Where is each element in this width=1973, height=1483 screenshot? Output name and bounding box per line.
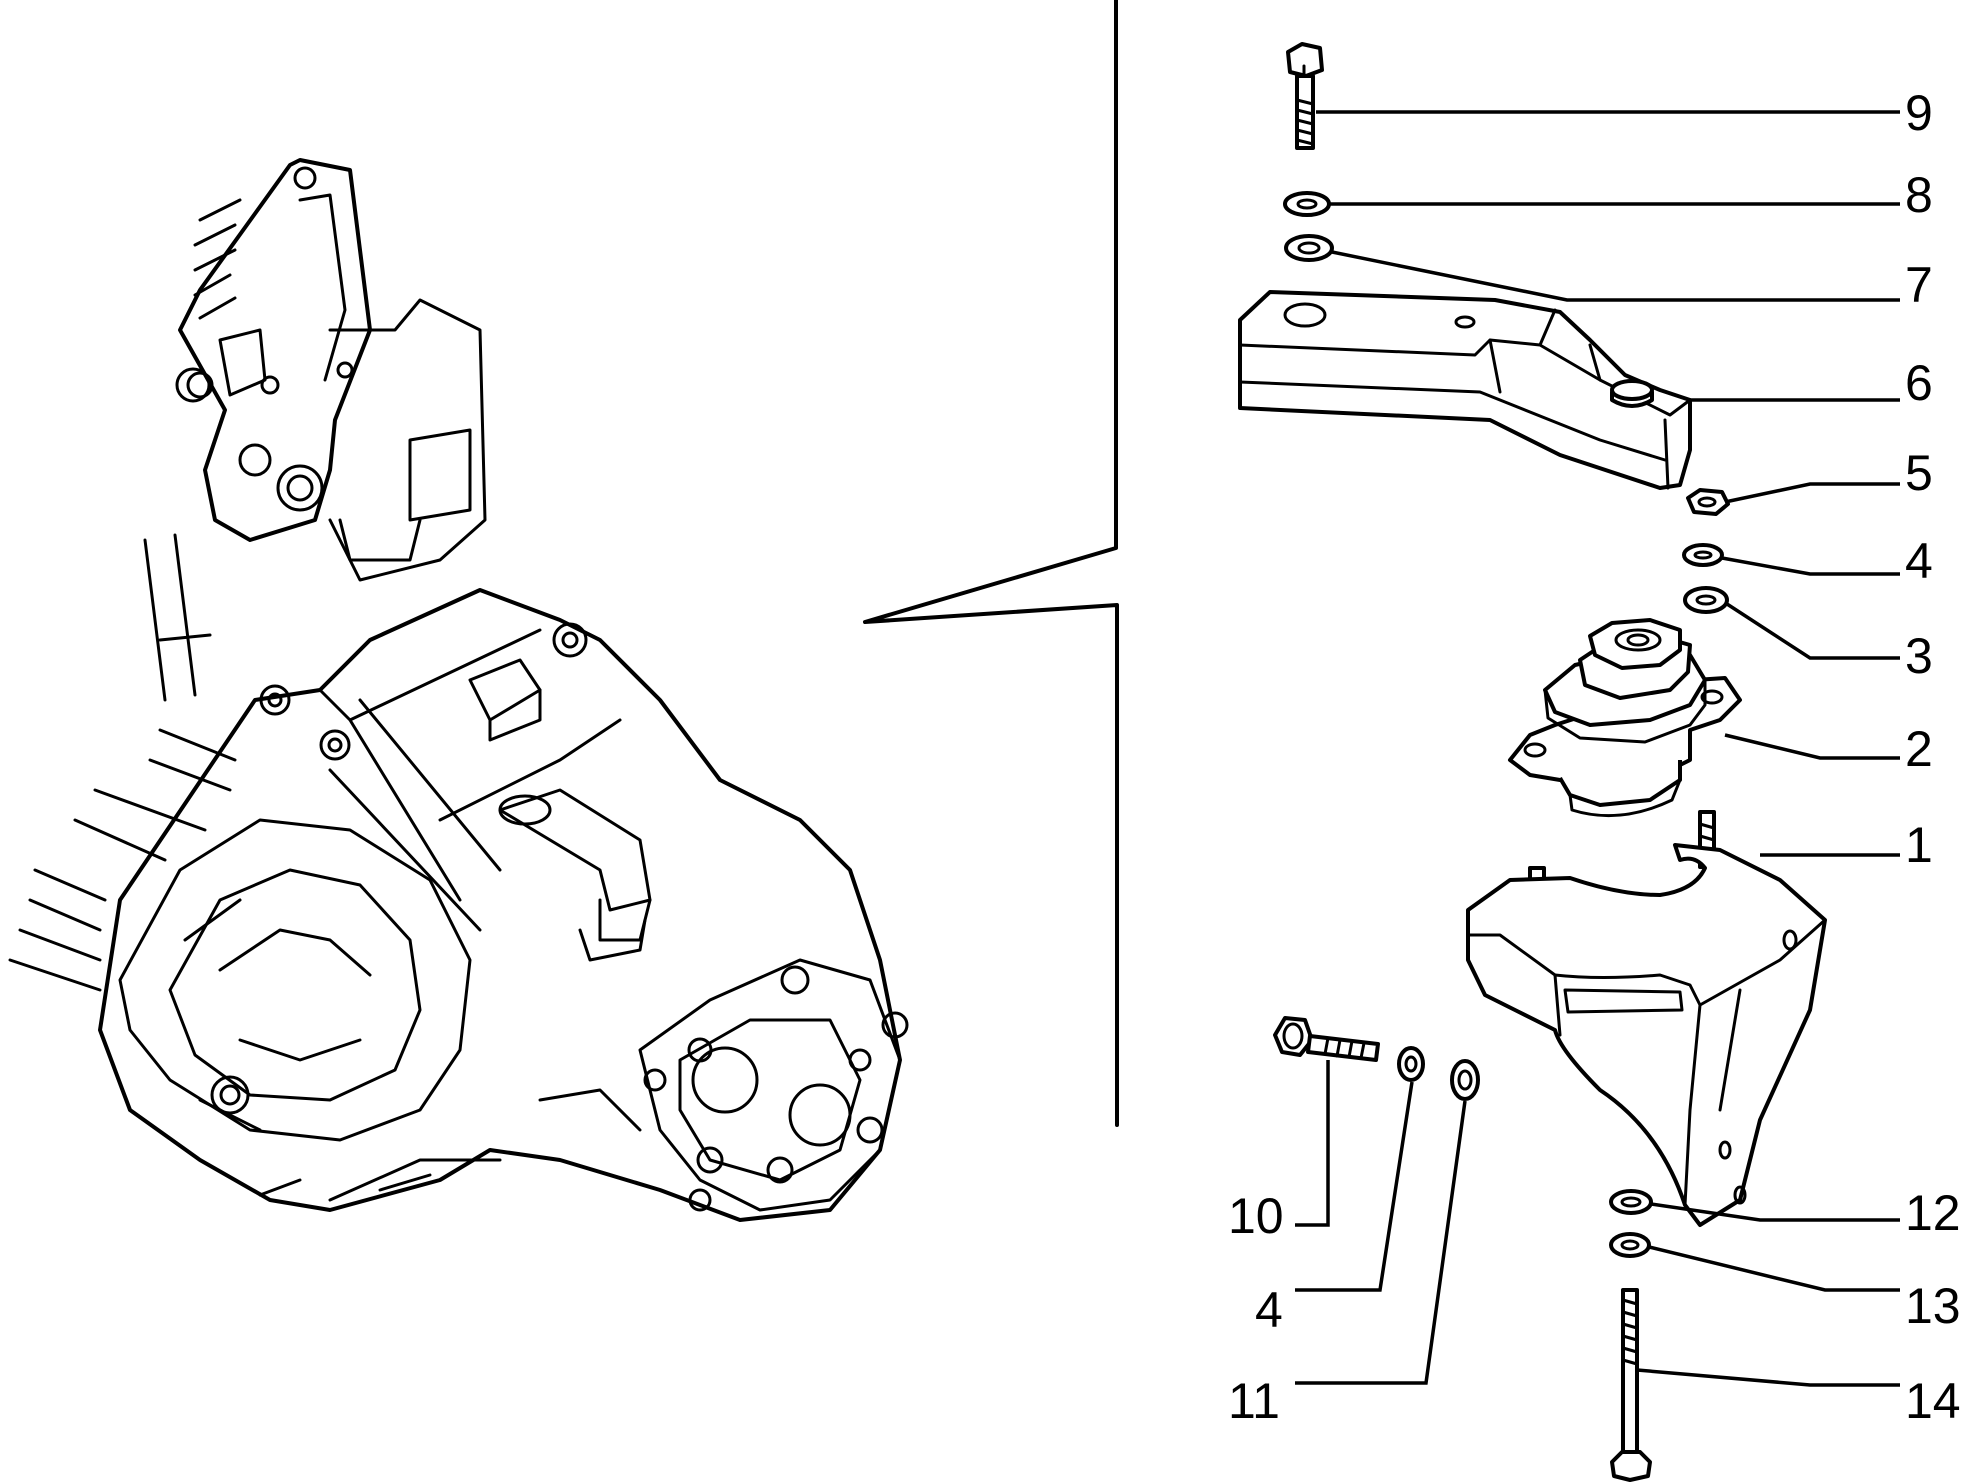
part-8-spring-washer bbox=[1283, 191, 1331, 217]
part-6-support-bracket bbox=[1238, 290, 1692, 490]
part-14-long-bolt bbox=[1610, 1288, 1652, 1482]
callout-11: 11 bbox=[1228, 1373, 1280, 1429]
callout-4-lower: 4 bbox=[1255, 1282, 1283, 1338]
callout-14: 14 bbox=[1905, 1373, 1961, 1429]
part-11-flat-washer bbox=[1450, 1059, 1480, 1101]
callout-7: 7 bbox=[1905, 257, 1933, 313]
part-12-flat-washer bbox=[1609, 1189, 1653, 1215]
callout-1: 1 bbox=[1905, 817, 1933, 873]
part-10-bolt bbox=[1273, 1016, 1380, 1062]
callout-10: 10 bbox=[1228, 1188, 1284, 1244]
callout-8: 8 bbox=[1905, 167, 1933, 223]
detail-callout-frame bbox=[863, 0, 1119, 1127]
part-2-rubber-mount bbox=[1508, 618, 1742, 818]
part-4-spring-washer-lower bbox=[1397, 1046, 1425, 1082]
callout-9: 9 bbox=[1905, 85, 1933, 141]
transmission-assembly-illustration bbox=[8, 158, 909, 1222]
part-9-bolt bbox=[1286, 42, 1324, 150]
callout-3: 3 bbox=[1905, 628, 1933, 684]
part-13-spring-washer bbox=[1609, 1232, 1651, 1258]
part-1-mount-bracket bbox=[1466, 810, 1827, 1227]
callout-4-upper: 4 bbox=[1905, 533, 1933, 589]
part-7-flat-washer bbox=[1284, 234, 1334, 262]
exploded-parts bbox=[1238, 42, 1827, 1482]
callout-6: 6 bbox=[1905, 355, 1933, 411]
callout-12: 12 bbox=[1905, 1185, 1961, 1241]
part-4-spring-washer-upper bbox=[1682, 543, 1724, 567]
callout-2: 2 bbox=[1905, 721, 1933, 777]
part-3-flat-washer bbox=[1683, 586, 1729, 614]
callout-labels: 9 8 7 6 5 4 3 2 1 10 4 11 12 13 14 bbox=[1228, 85, 1961, 1429]
leader-lines bbox=[1295, 110, 1900, 1387]
callout-13: 13 bbox=[1905, 1278, 1961, 1334]
part-5-nut bbox=[1686, 488, 1730, 516]
callout-5: 5 bbox=[1905, 445, 1933, 501]
